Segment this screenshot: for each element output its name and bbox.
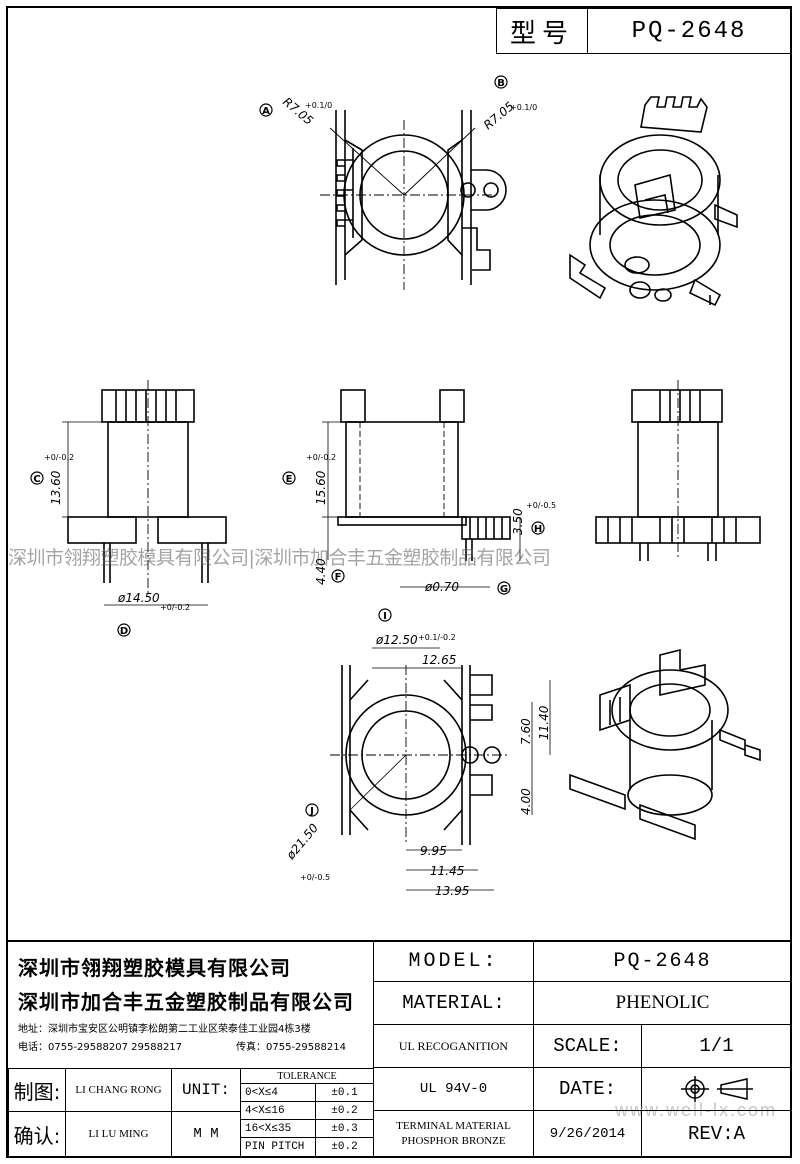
- company-name-1: 深圳市翎翔塑胶模具有限公司: [18, 956, 291, 980]
- scale-label: SCALE:: [533, 1024, 642, 1068]
- terminal-material-label: TERMINAL MATERIAL: [396, 1120, 511, 1132]
- model-label: MODEL:: [373, 940, 534, 982]
- dim-c-height: 13.60: [49, 470, 63, 505]
- dim-d-tol: +0/-0.2: [160, 603, 190, 612]
- revision: REV:A: [641, 1110, 792, 1158]
- dim-13-95: 13.95: [435, 884, 469, 898]
- title-block: [6, 940, 792, 1158]
- ul-value: UL 94V-0: [373, 1067, 534, 1111]
- dim-e-tol: +0/-0.2: [306, 453, 336, 462]
- confirmed-by-name: LI LU MING: [65, 1111, 172, 1157]
- front-view-right: [595, 380, 761, 561]
- bottom-view: [330, 647, 551, 891]
- tolerance-range-1: 0<X≤4: [240, 1083, 316, 1102]
- front-view-left: [62, 380, 227, 606]
- dim-a-tol: +0.1/0: [305, 101, 332, 110]
- tolerance-value-1: ±0.1: [315, 1083, 374, 1102]
- dim-d-width: ø14.50: [117, 591, 160, 605]
- marker-f: F: [335, 572, 342, 583]
- isometric-view-top: [569, 96, 738, 307]
- dim-a-radius: R7.05: [280, 95, 316, 128]
- dim-7-60: 7.60: [519, 718, 533, 745]
- projection-symbol-icon: [680, 1076, 753, 1102]
- header-model-value: PQ-2648: [587, 8, 791, 54]
- marker-c: C: [33, 474, 40, 485]
- marker-g: G: [500, 584, 508, 595]
- tolerance-range-2: 4<X≤16: [240, 1101, 316, 1120]
- header-model-label: 型号: [496, 8, 588, 54]
- dim-e-height: 15.60: [314, 470, 328, 505]
- isometric-view-bottom: [569, 648, 761, 841]
- drawn-by-name: LI CHANG RONG: [65, 1068, 172, 1112]
- dim-9-95: 9.95: [420, 844, 447, 858]
- tolerance-range-3: 16<X≤35: [240, 1119, 316, 1138]
- dim-i-tol: +0.1/-0.2: [418, 633, 456, 642]
- dim-i-dia: ø12.50: [375, 633, 418, 647]
- marker-b: B: [497, 78, 505, 89]
- date-value: 9/26/2014: [533, 1110, 642, 1158]
- terminal-material: TERMINAL MATERIAL PHOSPHOR BRONZE: [373, 1110, 534, 1158]
- tolerance-title: TOLERANCE: [240, 1068, 374, 1084]
- dim-b-tol: +0.1/0: [510, 103, 537, 112]
- dim-h-height: 3.50: [511, 508, 525, 535]
- tolerance-value-2: ±0.2: [315, 1101, 374, 1120]
- material-label: MATERIAL:: [373, 981, 534, 1025]
- dim-c-tol: +0/-0.2: [44, 453, 74, 462]
- technical-drawing: R7.05 R7.05 13.60 ø14.50 15.60 4.40 ø0.7…: [30, 75, 761, 898]
- dim-11-45: 11.45: [430, 864, 464, 878]
- company-fax: 传真：0755-29588214: [236, 1042, 346, 1053]
- top-view: [320, 110, 507, 290]
- dim-g-pin: ø0.70: [424, 580, 459, 594]
- model-value: PQ-2648: [533, 940, 792, 982]
- marker-e: E: [286, 474, 293, 485]
- dim-j-dia: ø21.50: [283, 821, 321, 863]
- company-name-2: 深圳市加合丰五金塑胶制品有限公司: [18, 990, 354, 1014]
- marker-i: I: [383, 611, 387, 622]
- marker-h: H: [534, 524, 542, 535]
- marker-j: J: [309, 806, 314, 817]
- scale-value: 1/1: [641, 1024, 792, 1068]
- terminal-material-value: PHOSPHOR BRONZE: [401, 1135, 506, 1147]
- company-address: 地址：深圳市宝安区公明镇李松朗第二工业区荣泰佳工业园4栋3楼: [18, 1024, 311, 1035]
- marker-a: A: [262, 106, 270, 117]
- front-view-middle: [322, 389, 521, 588]
- dim-11-40: 11.40: [537, 705, 551, 740]
- dim-12-65: 12.65: [422, 653, 456, 667]
- tolerance-value-4: ±0.2: [315, 1137, 374, 1157]
- unit-value: M M: [171, 1111, 241, 1157]
- watermark-text: 深圳市翎翔塑胶模具有限公司|深圳市加合丰五金塑胶制品有限公司: [8, 547, 551, 569]
- dim-f-height: 4.40: [314, 558, 328, 585]
- tolerance-range-4: PIN PITCH: [240, 1137, 316, 1157]
- drawn-by-label: 制图:: [8, 1068, 66, 1112]
- material-value: PHENOLIC: [533, 981, 792, 1025]
- dim-j-tol: +0/-0.5: [300, 873, 330, 882]
- ul-label: UL RECOGANITION: [373, 1024, 534, 1068]
- unit-label: UNIT:: [171, 1068, 241, 1112]
- tolerance-value-3: ±0.3: [315, 1119, 374, 1138]
- company-phone: 电话：0755-29588207 29588217: [18, 1042, 183, 1053]
- confirmed-by-label: 确认:: [8, 1111, 66, 1157]
- dim-h-tol: +0/-0.5: [526, 501, 556, 510]
- marker-d: D: [120, 626, 128, 637]
- dim-4-00: 4.00: [519, 788, 533, 815]
